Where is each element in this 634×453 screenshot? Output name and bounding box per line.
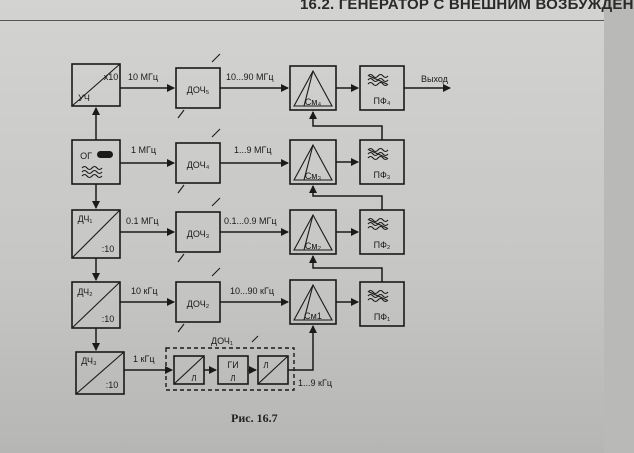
doch5-label: ДОЧ₅: [187, 85, 210, 95]
doch3-block: ДОЧ₃: [175, 197, 221, 263]
pulse-symbol: Л: [191, 374, 196, 383]
filter-4-label: ПФ₄: [374, 96, 391, 106]
pulse-generator-label: ГИ: [227, 360, 238, 370]
filter-3-label: ПФ₃: [374, 170, 391, 180]
divider-2-block: ДЧ₂ :10: [71, 281, 121, 329]
block-diagram: x10 УЧ ОГ ДЧ₁ :10 ДЧ₂ :10 ДЧ₃: [71, 53, 451, 395]
header-rule: [0, 20, 604, 21]
freq-1-9mhz-label: 1...9 МГц: [234, 145, 272, 155]
crystal-icon: [97, 151, 113, 158]
mixer-4-label: См₄: [305, 97, 322, 107]
divider-1-label: ДЧ₁: [78, 214, 93, 224]
mixer-1-label: См1: [304, 311, 322, 321]
multiplier-block: x10 УЧ: [71, 63, 121, 107]
filter1-to-mixer2-arrow: [309, 255, 383, 282]
filter-2-block: ПФ₂: [359, 209, 405, 255]
freq-1mhz-label: 1 МГц: [131, 145, 156, 155]
pulse-generator-symbol: Л: [230, 374, 235, 383]
divider-1-ratio: :10: [102, 244, 115, 254]
multiplier-label: УЧ: [78, 93, 90, 103]
mixer-2-label: См₂: [305, 241, 322, 251]
filter-4-block: ПФ₄: [359, 65, 405, 111]
page-header: 16.2. ГЕНЕРАТОР С ВНЕШНИМ ВОЗБУЖДЕН: [300, 0, 634, 13]
filter-3-block: ПФ₃: [359, 139, 405, 185]
oscillator-label: ОГ: [80, 151, 92, 161]
doch4-block: ДОЧ₄: [175, 128, 221, 194]
filter-1-block: ПФ₁: [359, 281, 405, 327]
mixer-2-block: См₂: [289, 209, 337, 255]
pulse-shaper-2-symbol: Л: [263, 361, 268, 370]
pulse-generator-block: ГИ Л: [217, 355, 249, 385]
doch5-block: ДОЧ₅: [175, 53, 221, 119]
divider-3-label: ДЧ₃: [81, 356, 97, 366]
mixer-4-block: См₄: [289, 65, 337, 111]
doch1-to-mixer1-arrow: [288, 325, 317, 371]
pulse-shaper-1-block: Л: [173, 355, 205, 385]
output-label: Выход: [421, 74, 449, 84]
freq-01mhz-label: 0.1 МГц: [126, 216, 159, 226]
doch5-tuning-mark: [211, 53, 221, 63]
doch4-label: ДОЧ₄: [187, 160, 210, 170]
divider-3-block: ДЧ₃ :10: [75, 351, 125, 395]
freq-10-90khz-label: 10...90 кГц: [230, 286, 274, 296]
mixer-1-block: См1: [289, 279, 337, 325]
doch2-block: ДОЧ₂: [175, 267, 221, 333]
divider-3-ratio: :10: [106, 380, 119, 390]
freq-10khz-label: 10 кГц: [131, 286, 157, 296]
freq-01-09mhz-label: 0.1...0.9 МГц: [224, 216, 277, 226]
mixer-3-label: См₃: [305, 171, 322, 181]
divider-1-block: ДЧ₁ :10: [71, 209, 121, 259]
freq-10mhz-label: 10 МГц: [128, 72, 158, 82]
pulse-shaper-2-block: Л: [257, 355, 289, 385]
filter2-to-mixer3-arrow: [309, 185, 383, 210]
filter-1-label: ПФ₁: [374, 312, 390, 322]
divider-2-label: ДЧ₂: [77, 287, 93, 297]
freq-10-90mhz-label: 10...90 МГц: [226, 72, 274, 82]
reference-oscillator-block: ОГ: [71, 139, 121, 185]
freq-1-9khz-label: 1...9 кГц: [298, 378, 332, 388]
filter-2-label: ПФ₂: [374, 240, 391, 250]
filter3-to-mixer4-arrow: [309, 111, 383, 140]
freq-1khz-label: 1 кГц: [133, 354, 154, 364]
doch1-group-label: ДОЧ₁: [211, 336, 233, 346]
doch3-label: ДОЧ₃: [187, 229, 210, 239]
multiplier-factor-label: x10: [104, 72, 119, 82]
mixer-3-block: См₃: [289, 139, 337, 185]
doch2-label: ДОЧ₂: [187, 299, 210, 309]
divider-2-ratio: :10: [102, 314, 115, 324]
figure-caption: Рис. 16.7: [231, 411, 278, 425]
sine-wave-icon: [81, 165, 103, 179]
